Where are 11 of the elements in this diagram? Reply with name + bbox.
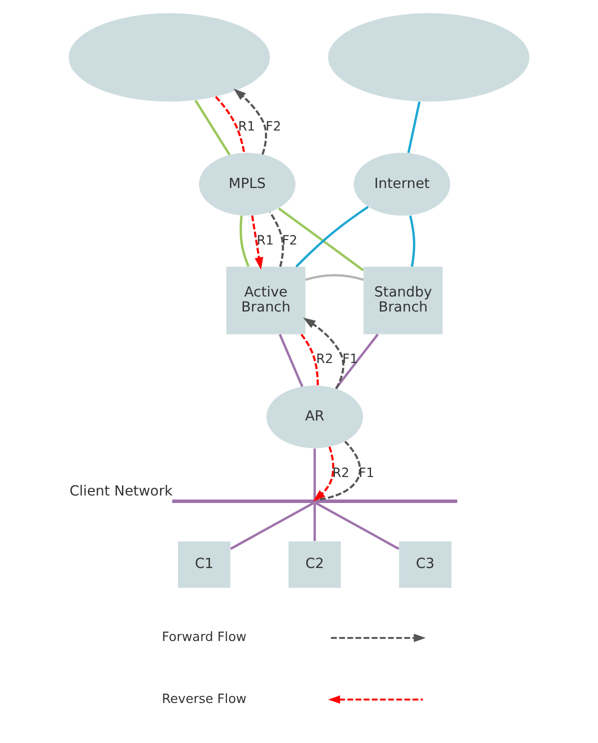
edge-label: F2: [266, 119, 282, 134]
edge-label: F1: [358, 466, 374, 482]
edge-label: R2: [316, 352, 334, 368]
legend-label: Reverse Flow: [162, 692, 246, 707]
legend-label: Forward Flow: [162, 630, 247, 646]
node-label: Client Network: [69, 484, 173, 500]
edge-label: R2: [332, 466, 350, 482]
edge-label: R1: [238, 119, 256, 134]
edge-label: R1: [256, 233, 274, 248]
edge-label: F2: [282, 233, 298, 248]
edge-label: F1: [342, 352, 358, 368]
